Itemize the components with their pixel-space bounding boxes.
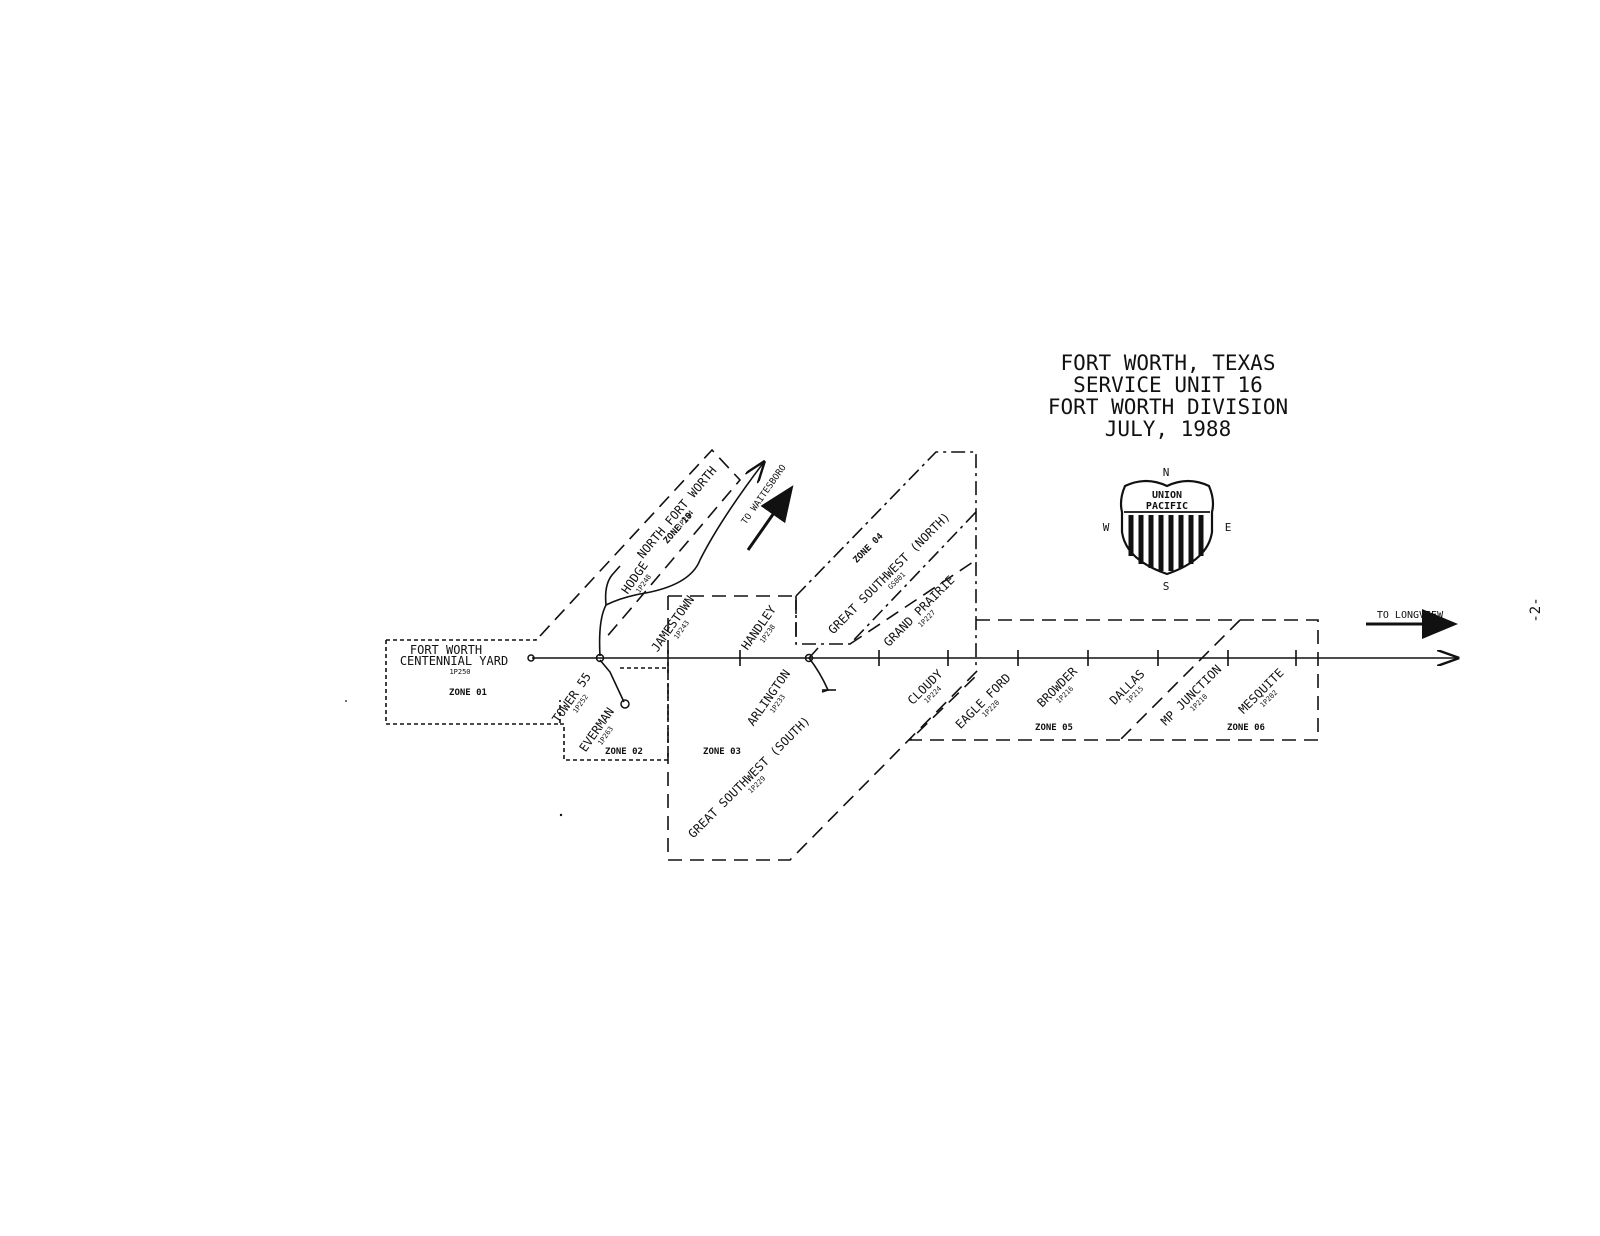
compass-north: N [1163, 466, 1170, 479]
title-line-1: FORT WORTH, TEXAS [1061, 351, 1276, 375]
logo-text-union: UNION [1152, 490, 1182, 501]
waitesboro-arrow-icon [746, 485, 794, 551]
everman-end-marker [620, 699, 630, 709]
gsw-north-spur [808, 647, 819, 659]
speck [559, 813, 563, 817]
zone-10-boundary [539, 448, 742, 641]
station-mp-junction-label: MP JUNCTION [1158, 662, 1224, 728]
direction-to-waitesboro: TO WAITESBORO [740, 463, 794, 551]
shield-stripes [1128, 515, 1204, 571]
station-fort-worth-label: FORT WORTH [410, 643, 482, 657]
compass-logo: N S W E UNION PACIFIC [1103, 466, 1232, 593]
yard-end-marker [527, 654, 535, 662]
zone-05-06-divider [1119, 619, 1241, 741]
union-pacific-shield-icon [1119, 479, 1215, 576]
station-centennial-yard-label: CENTENNIAL YARD [400, 654, 508, 668]
to-waitesboro-label: TO WAITESBORO [740, 463, 789, 526]
compass-west: W [1103, 521, 1110, 534]
waitesboro-branch-track [598, 462, 764, 657]
gsw-south-spur [808, 657, 830, 693]
station-eagle-ford-label: EAGLE FORD [953, 671, 1014, 732]
station-gsw-south-label: GREAT SOUTHWEST (SOUTH) [685, 713, 812, 840]
station-mesquite-label: MESQUITE [1236, 666, 1287, 717]
title-line-4: JULY, 1988 [1105, 417, 1231, 441]
zone-06-label: ZONE 06 [1227, 723, 1265, 733]
zone-05-06-boundary [908, 619, 1319, 741]
direction-to-longview: TO LONGVIEW [1366, 609, 1458, 639]
diagram-title: FORT WORTH, TEXAS SERVICE UNIT 16 FORT W… [1048, 351, 1288, 441]
to-longview-label: TO LONGVIEW [1377, 610, 1444, 621]
zone-04-boundary [795, 451, 977, 668]
hodge-spur-track [604, 565, 621, 606]
logo-text-pacific: PACIFIC [1146, 501, 1188, 512]
everman-branch-track [599, 659, 625, 703]
zone-04-label: ZONE 04 [852, 531, 886, 565]
station-fort-worth-code: 1P250 [449, 668, 470, 676]
zone-02-boundary [560, 667, 669, 761]
title-line-3: FORT WORTH DIVISION [1048, 395, 1288, 419]
zone-01-label: ZONE 01 [449, 688, 487, 698]
zone-01-boundary [385, 636, 561, 725]
title-line-2: SERVICE UNIT 16 [1073, 373, 1263, 397]
zone-02-label: ZONE 02 [605, 747, 643, 757]
zone-03-label: ZONE 03 [703, 747, 741, 757]
compass-east: E [1225, 521, 1232, 534]
page-number: -2- [1528, 597, 1544, 622]
compass-south: S [1163, 580, 1170, 593]
speck [345, 700, 347, 702]
zone-05-label: ZONE 05 [1035, 723, 1073, 733]
gsw-north-boundary [849, 559, 977, 645]
arlington-junction-marker [804, 653, 814, 663]
